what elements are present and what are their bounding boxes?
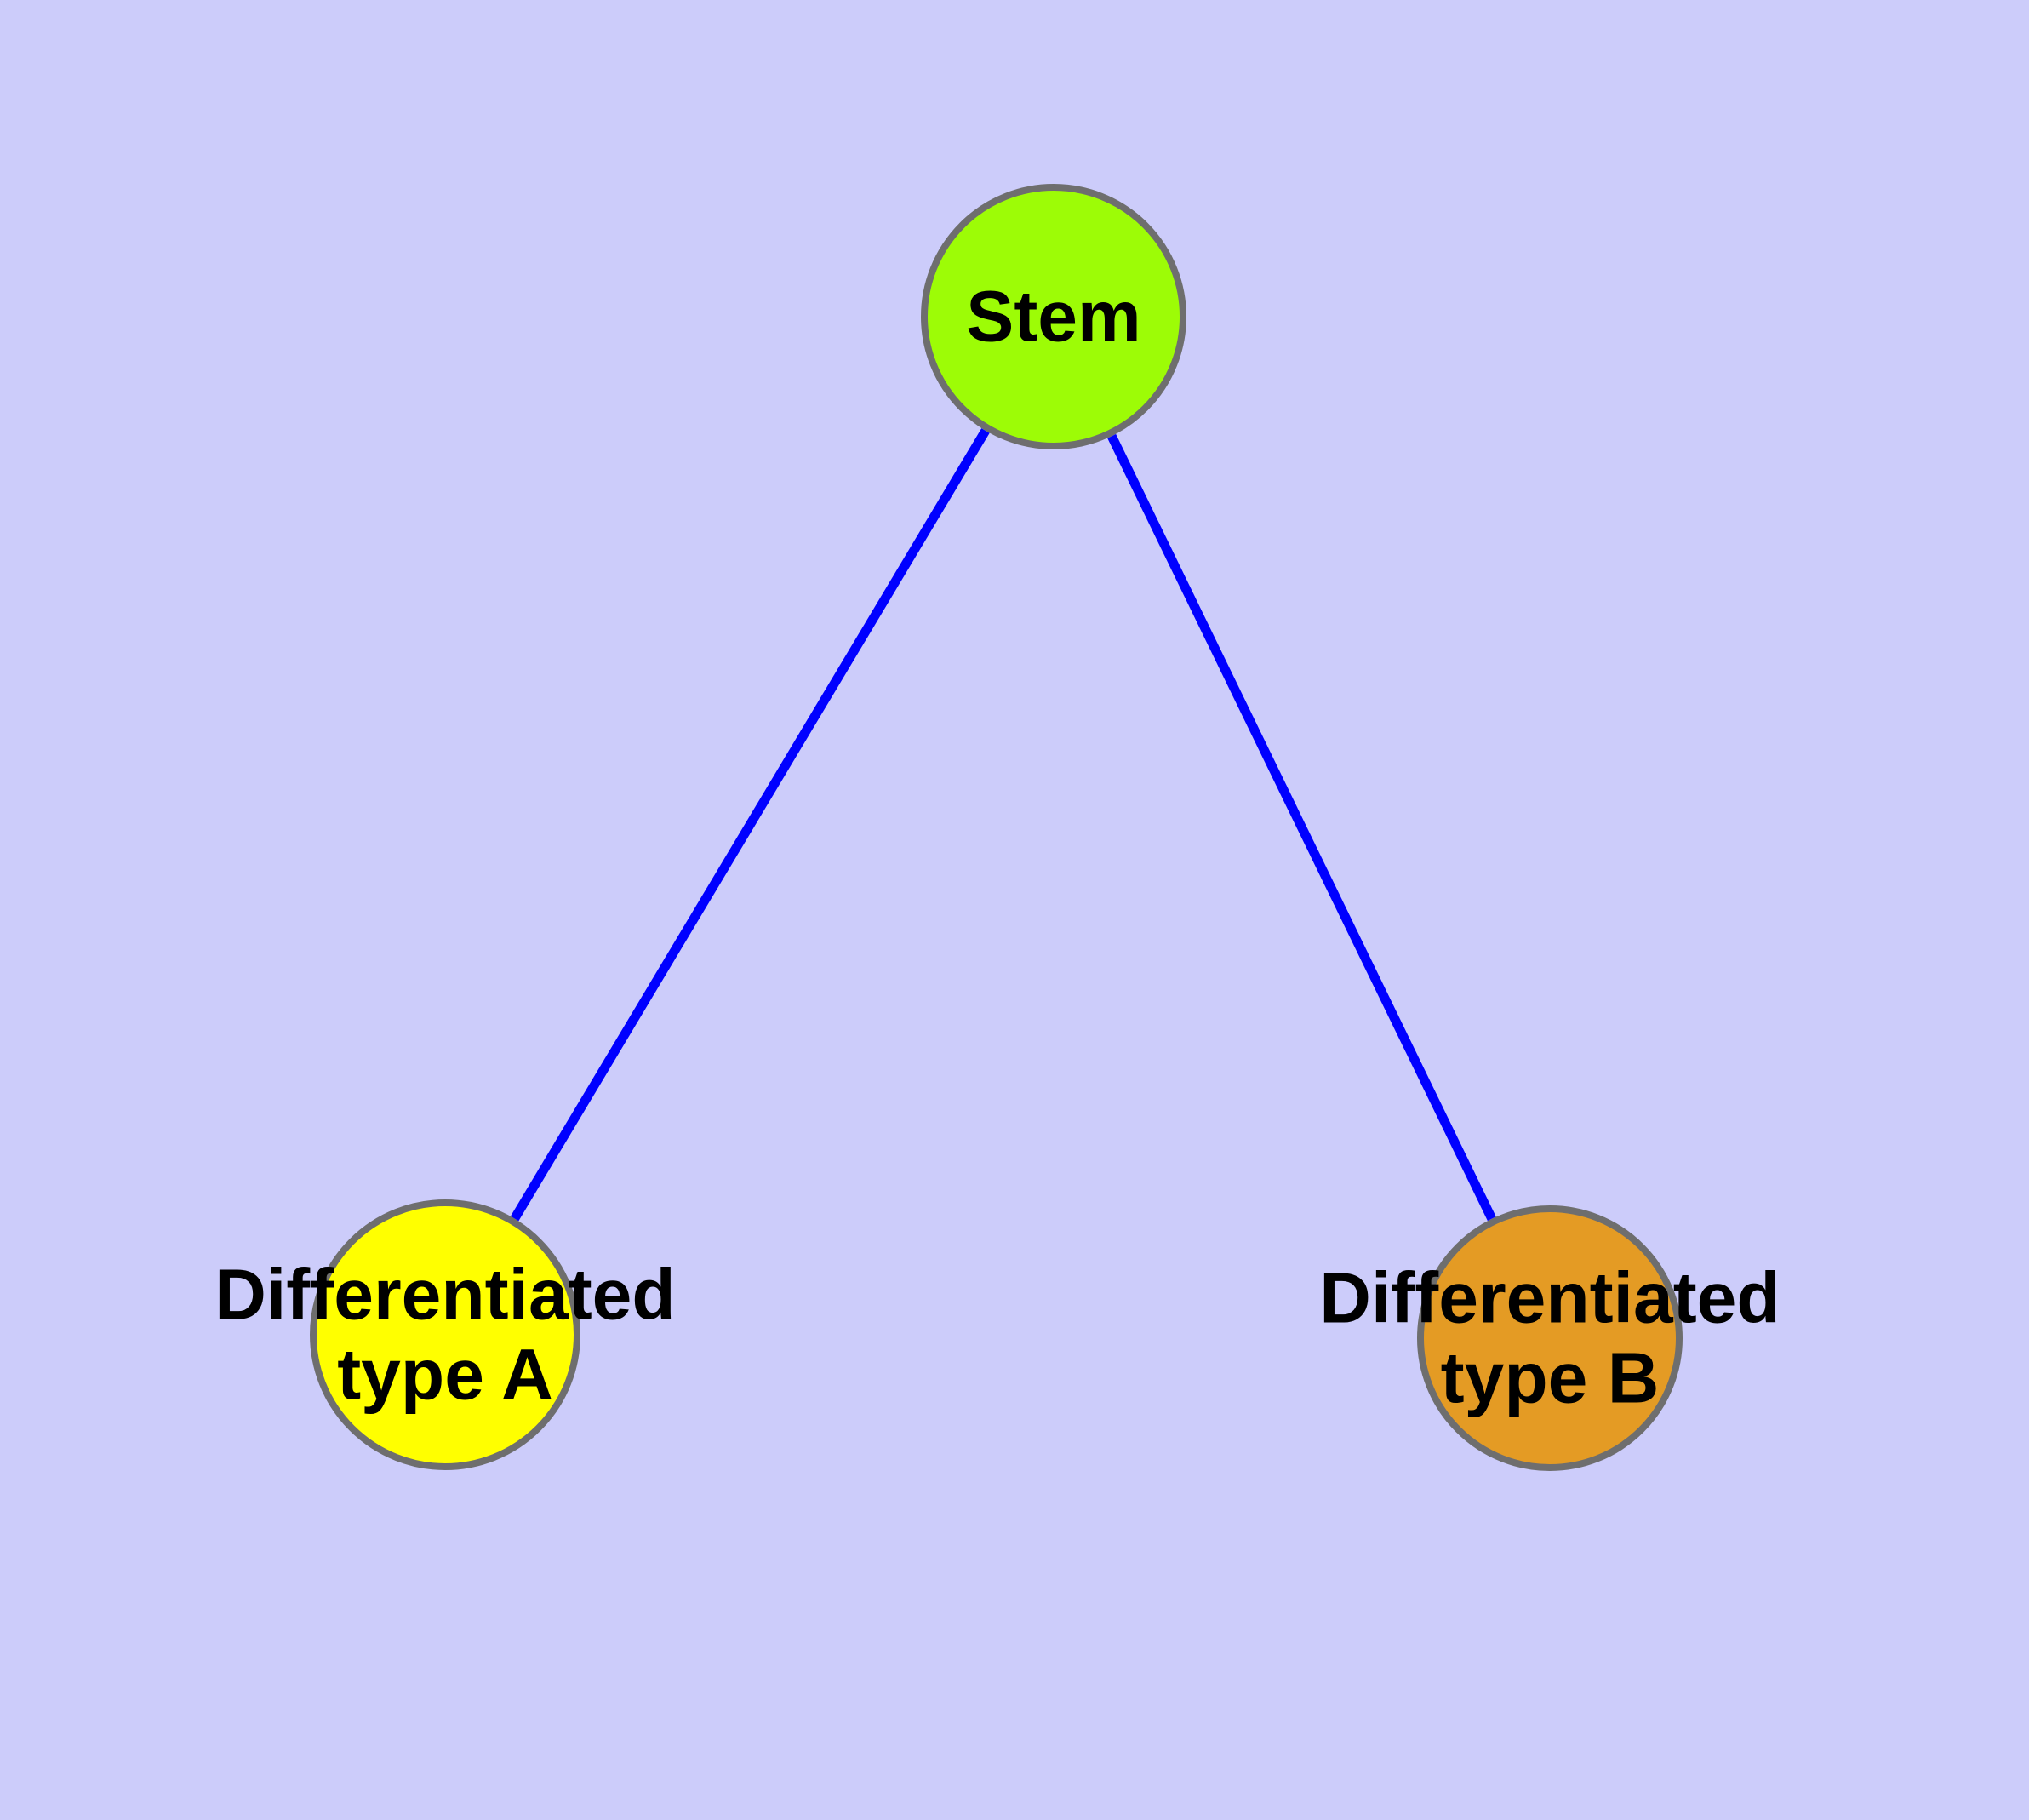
- node-circle-diff_b[interactable]: [1417, 1205, 1683, 1471]
- node-label-line: type B: [1441, 1338, 1660, 1418]
- edges-layer: [510, 428, 1496, 1222]
- node-circle-stem[interactable]: [921, 184, 1186, 449]
- graph-edge[interactable]: [510, 428, 990, 1222]
- graph-edge[interactable]: [1107, 433, 1496, 1222]
- node-circle-diff_a[interactable]: [310, 1199, 580, 1470]
- node-label-line: Stem: [966, 277, 1140, 357]
- node-label-line: type A: [337, 1335, 553, 1415]
- node-label-line: Differentiated: [214, 1255, 675, 1335]
- graph-node-stem[interactable]: Stem: [921, 184, 1186, 449]
- node-label-line: Differentiated: [1319, 1258, 1780, 1338]
- node-label-stem: Stem: [966, 277, 1140, 357]
